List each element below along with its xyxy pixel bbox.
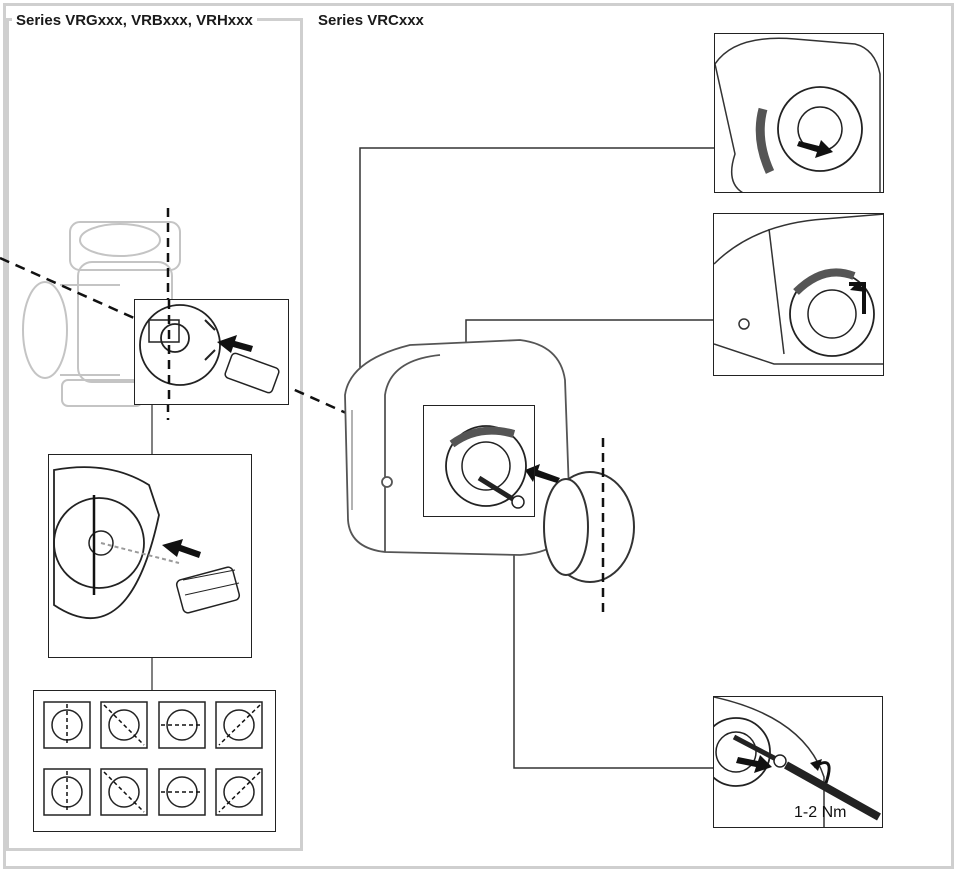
callout-line-top — [359, 147, 714, 380]
actuator-top-drawing — [715, 37, 881, 192]
torque-drawing — [714, 697, 881, 827]
valve-insert-large-drawing — [53, 466, 241, 620]
insert-arrow — [525, 464, 560, 483]
callout-line-bottom — [513, 516, 714, 769]
right-series-title: Series VRCxxx — [314, 12, 428, 30]
left-series-title: Series VRGxxx, VRBxxx, VRHxxx — [12, 12, 257, 30]
actuator-detail-middle — [713, 213, 884, 376]
torque-detail — [713, 696, 883, 828]
actuator-shaft-drawing — [445, 425, 527, 509]
orientation-icons — [43, 701, 263, 816]
actuator-shaft-detail — [423, 405, 535, 517]
adjustment-knob — [543, 471, 635, 583]
valve-insert-detail-top — [134, 299, 289, 405]
valve-insert-detail-large — [48, 454, 252, 658]
orientation-options-grid — [33, 690, 276, 832]
outer-frame — [3, 3, 954, 869]
valve-insert-top-drawing — [139, 300, 280, 404]
actuator-middle-drawing — [714, 214, 883, 365]
actuator-detail-top — [714, 33, 884, 193]
torque-label: 1-2 Nm — [794, 804, 847, 821]
